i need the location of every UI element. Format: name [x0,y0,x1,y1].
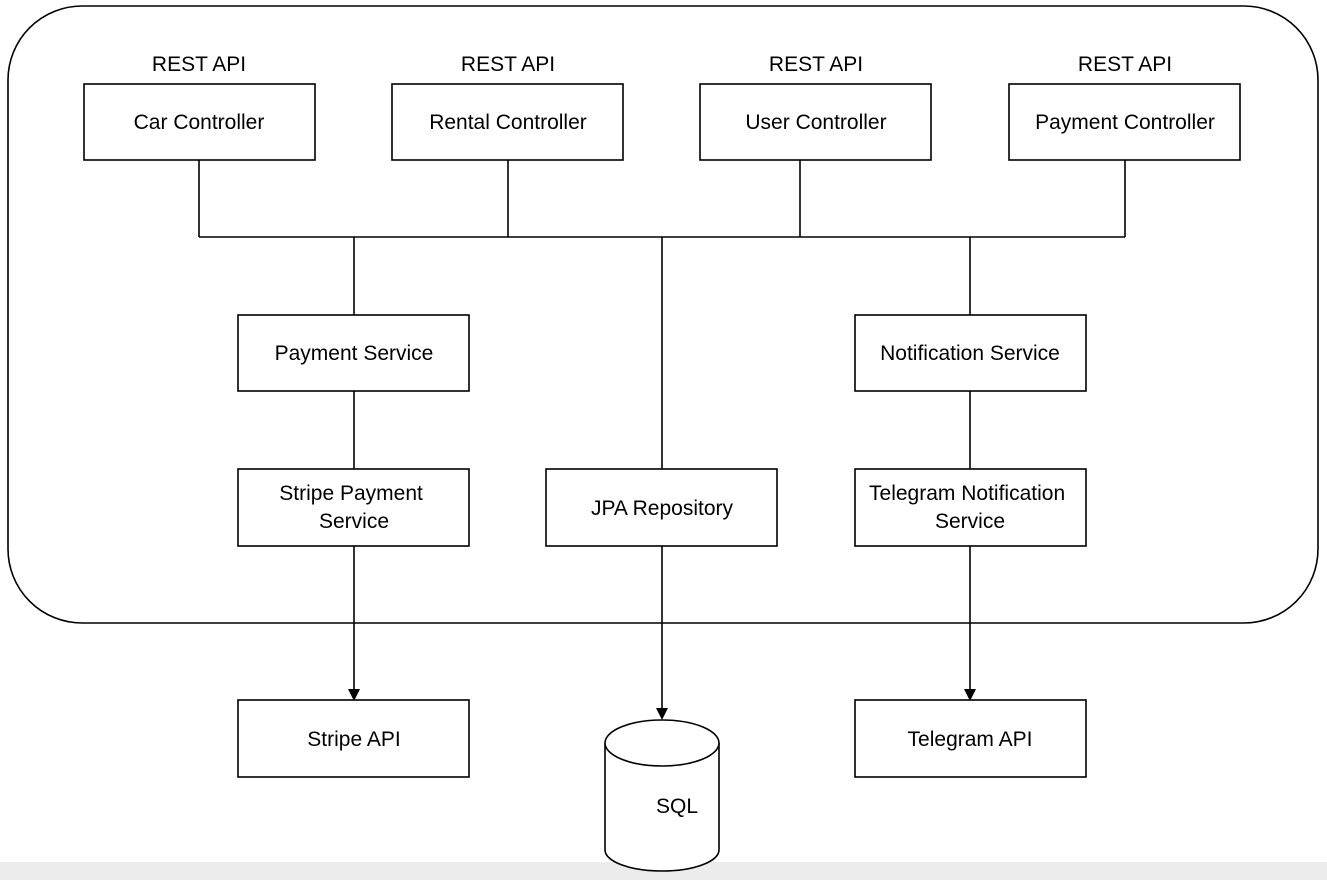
telegram-notification-service-node: Telegram Notification Service [854,468,1087,547]
payment-controller-label: Payment Controller [1035,111,1215,134]
car-controller-node: Car Controller [83,83,316,161]
telegram-notification-service-label-line-2: Service [935,510,1005,533]
telegram-notification-service-label: Telegram Notification Service [869,482,1071,533]
user-controller-label: User Controller [745,111,886,134]
notification-service-node: Notification Service [854,314,1087,392]
car-controller-label: Car Controller [134,111,265,134]
user-controller-rest-label: REST API [769,53,863,76]
user-controller-box [699,83,932,161]
stripe-payment-service-node: Stripe Payment Service [237,468,470,547]
telegram-api-box [854,699,1087,778]
telegram-api-node: Telegram API [854,699,1087,778]
telegram-api-label: Telegram API [908,728,1033,751]
rental-controller-node: Rental Controller [391,83,624,161]
car-controller-rest-label: REST API [152,53,246,76]
payment-controller-box [1008,83,1241,161]
payment-service-box [237,314,470,392]
payment-controller-node: Payment Controller [1008,83,1241,161]
payment-service-label: Payment Service [275,342,434,365]
telegram-notification-service-box [854,468,1087,547]
stripe-api-label: Stripe API [307,728,400,751]
rental-controller-rest-label: REST API [461,53,555,76]
external-arrows [348,546,976,720]
rental-controller-box [391,83,624,161]
payment-service-node: Payment Service [237,314,470,392]
jpa-repository-node: JPA Repository [545,468,778,547]
jpa-repository-box [545,468,778,547]
stripe-api-node: Stripe API [237,699,470,778]
stripe-api-box [237,699,470,778]
telegram-notification-service-label-line-1: Telegram Notification [869,482,1065,505]
service-connectors [353,237,971,469]
payment-controller-rest-label: REST API [1078,53,1172,76]
sql-database-cylinder-top [604,719,720,767]
stripe-payment-service-label: Stripe Payment Service [279,482,428,533]
notification-service-box [854,314,1087,392]
stripe-payment-service-box [237,468,470,547]
car-controller-box [83,83,316,161]
sql-database-cylinder-body [604,743,720,872]
stripe-payment-service-label-line-1: Stripe Payment [279,482,423,505]
sql-database-node: SQL [604,719,720,872]
user-controller-node: User Controller [699,83,932,161]
sql-database-label: SQL [656,795,698,818]
rental-controller-label: Rental Controller [429,111,587,134]
notification-service-label: Notification Service [880,342,1060,365]
jpa-repository-label: JPA Repository [591,497,734,520]
stripe-payment-service-label-line-2: Service [319,510,389,533]
